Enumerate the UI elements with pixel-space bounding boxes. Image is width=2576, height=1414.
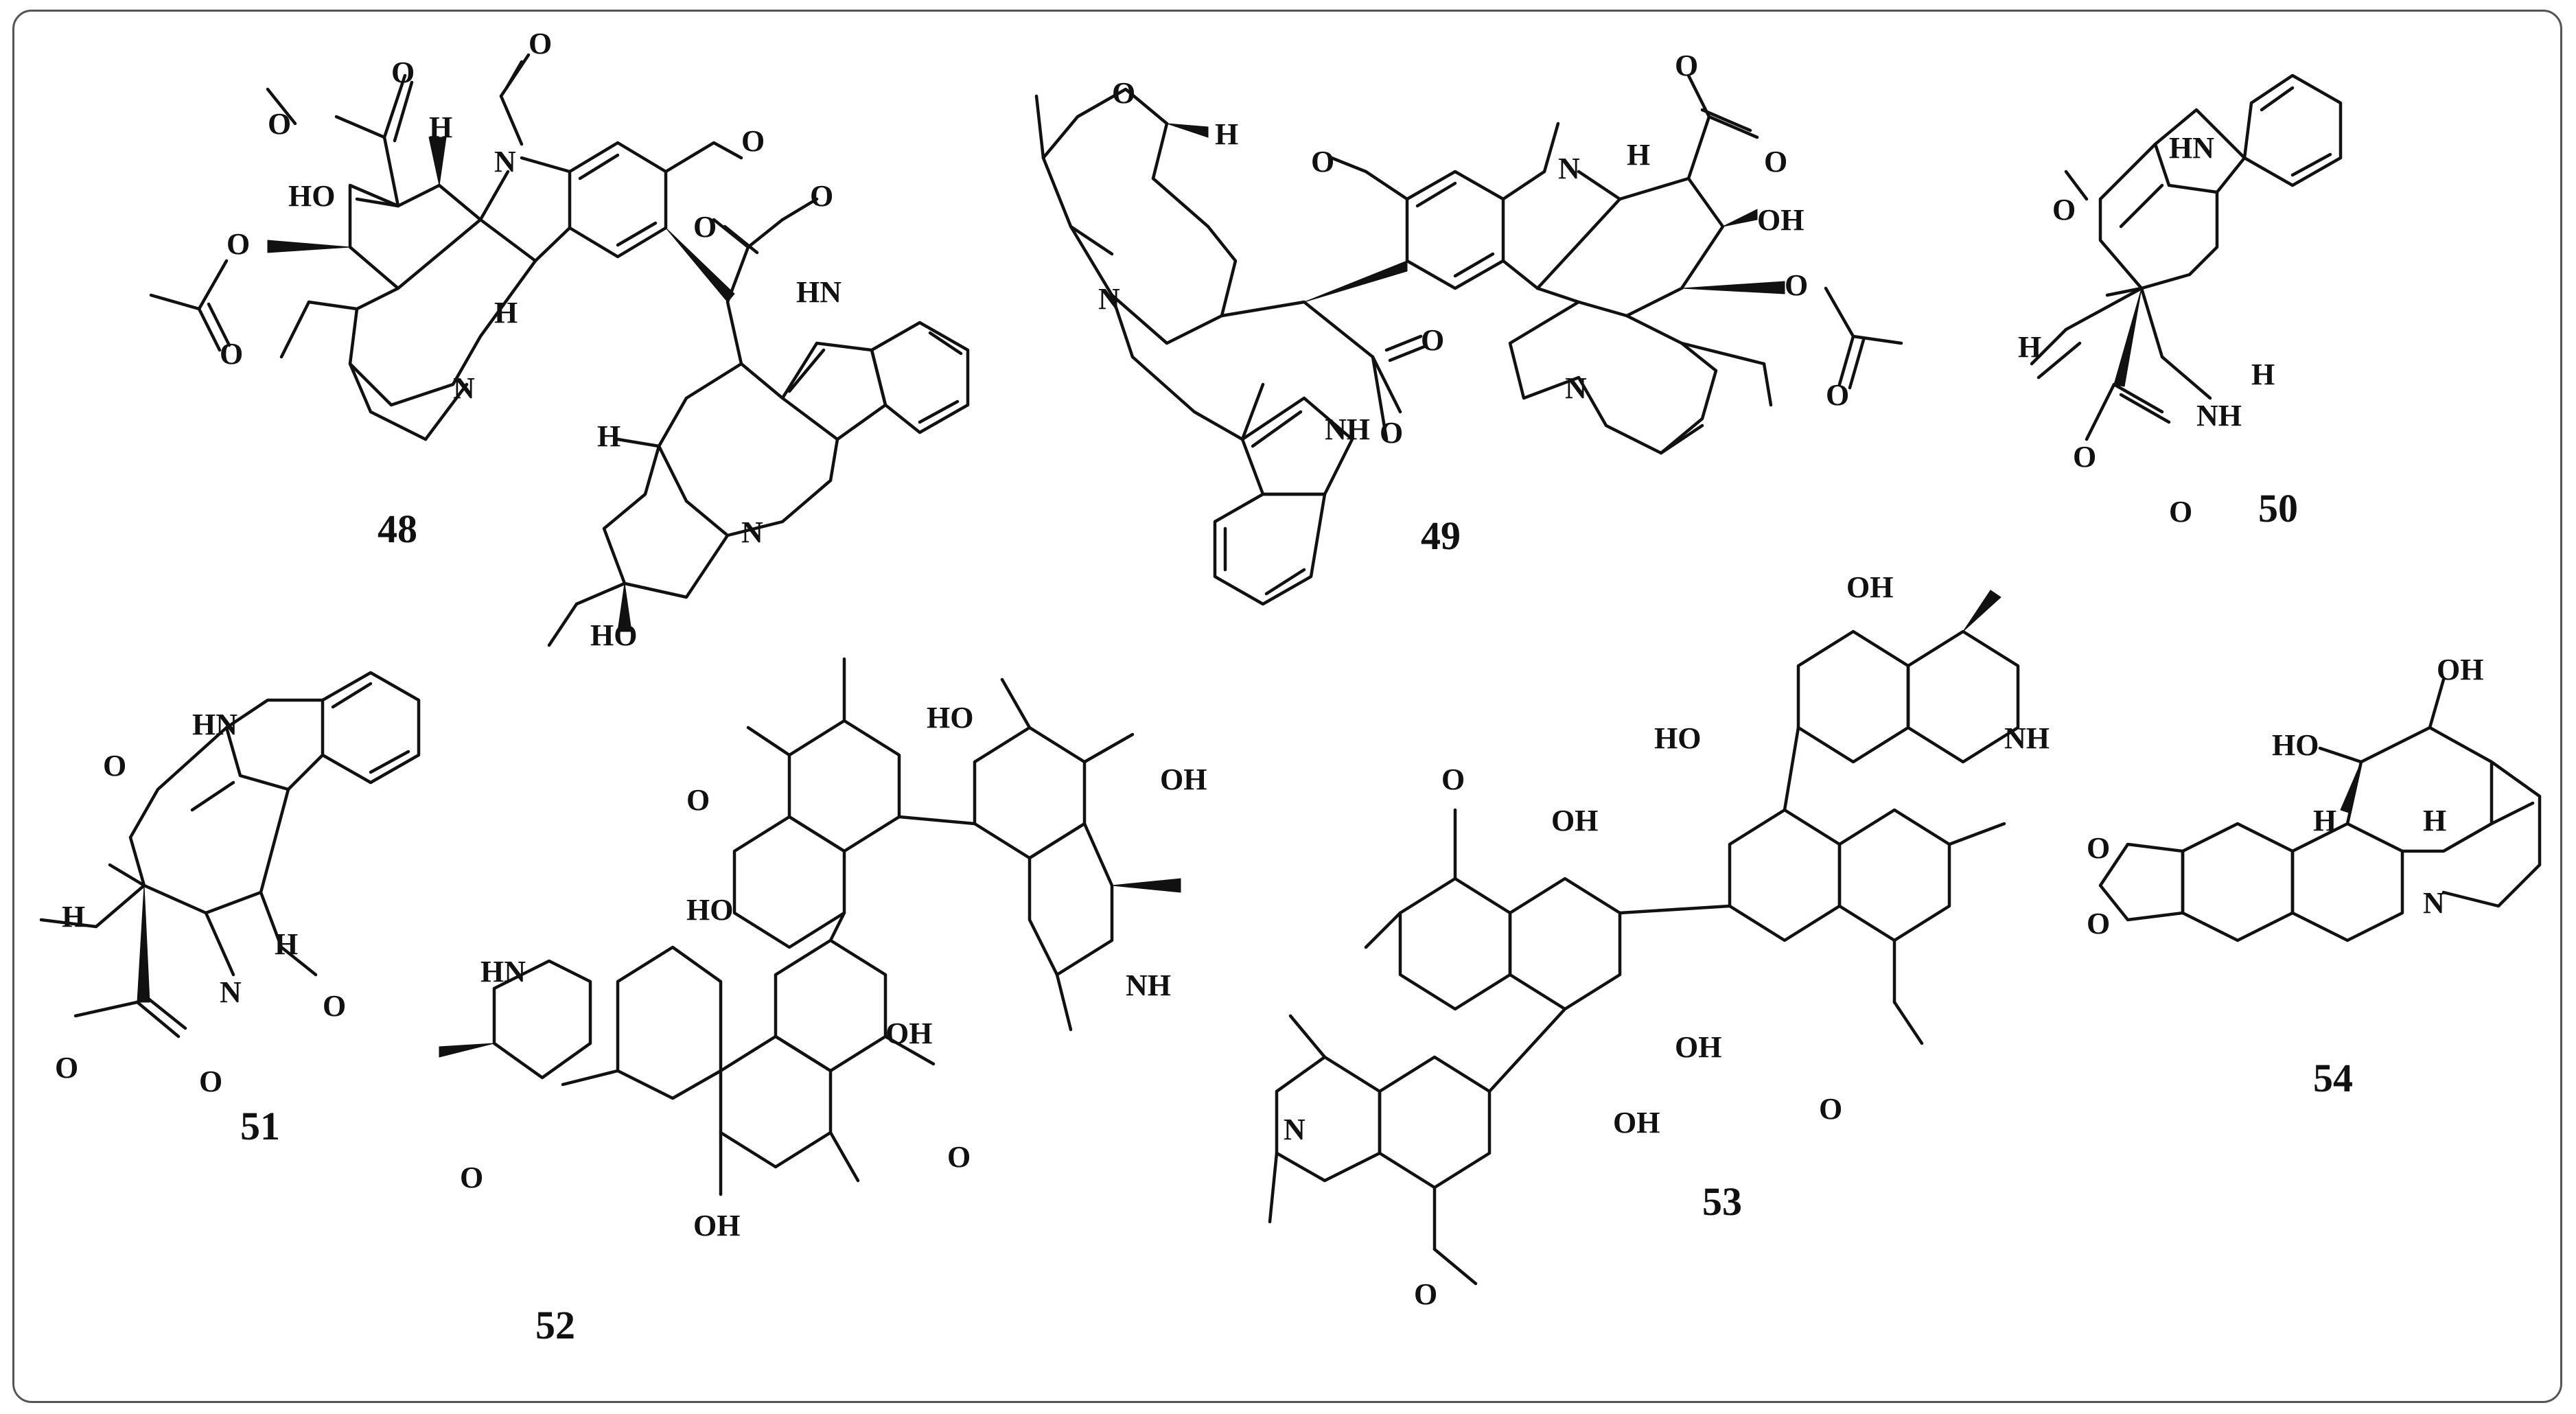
atom-label: HN (192, 708, 237, 741)
atom-label: H (275, 927, 298, 961)
atom-label: O (2087, 831, 2110, 865)
atom-label: O (1311, 145, 1334, 178)
atom-label: HO (2272, 728, 2319, 762)
atom-label: H (62, 900, 85, 934)
atom-label: H (494, 296, 518, 329)
atom-label: OH (1846, 570, 1893, 604)
atom-label: O (2052, 193, 2076, 227)
compound-label-49: 49 (1421, 513, 1461, 558)
compound-53: 53 (1268, 590, 2020, 1286)
compound-48: 48 (149, 53, 970, 647)
atom-label: HN (796, 275, 842, 309)
compound-52: 52 (439, 657, 1181, 1347)
compound-label-51: 51 (240, 1104, 280, 1148)
atom-label: OH (693, 1209, 740, 1242)
atom-label: O (2169, 495, 2192, 529)
atom-labels: O O O H N O HO O H N O O O HN H N HO O H… (55, 27, 2483, 1311)
atom-label: OH (2437, 653, 2483, 686)
atom-label: N (1558, 152, 1580, 185)
atom-label: O (741, 124, 765, 158)
compound-label-48: 48 (378, 507, 417, 551)
atom-label: O (529, 27, 552, 60)
compound-label-53: 53 (1702, 1179, 1742, 1224)
compound-label-50: 50 (2258, 486, 2298, 531)
atom-label: N (1284, 1113, 1306, 1146)
atom-label: O (686, 783, 710, 817)
atom-label: O (323, 989, 346, 1023)
atom-label: O (1380, 416, 1403, 450)
atom-label: O (810, 179, 833, 213)
atom-label: HN (2169, 131, 2214, 165)
atom-label: HO (288, 179, 335, 213)
atom-label: HO (590, 618, 637, 652)
atom-label: N (2423, 886, 2445, 920)
atom-label: HN (480, 955, 526, 988)
atom-label: N (741, 515, 763, 549)
atom-label: O (227, 227, 250, 261)
atom-label: NH (2004, 721, 2050, 755)
atom-label: O (220, 337, 243, 371)
atom-label: O (1785, 268, 1808, 302)
atom-label: N (494, 145, 516, 178)
atom-label: H (2313, 804, 2336, 837)
atom-label: HO (927, 701, 973, 734)
atom-label: OH (1551, 804, 1598, 837)
atom-label: HO (1654, 721, 1701, 755)
atom-label: O (1414, 1277, 1437, 1311)
atom-label: OH (1160, 763, 1207, 796)
compound-label-52: 52 (535, 1303, 575, 1347)
compound-50: 50 (2030, 73, 2343, 531)
atom-label: H (429, 111, 452, 144)
atom-label: N (1098, 282, 1120, 316)
atom-label: N (220, 975, 242, 1009)
atom-label: OH (1613, 1106, 1660, 1139)
atom-label: O (2073, 440, 2096, 474)
atom-label: O (103, 749, 126, 783)
atom-label: O (1764, 145, 1787, 178)
atom-label: O (391, 56, 415, 89)
atom-label: H (2423, 804, 2446, 837)
atom-label: NH (1126, 969, 1171, 1002)
atom-label: O (268, 107, 291, 141)
compound-label-54: 54 (2313, 1056, 2353, 1100)
atom-label: N (1565, 371, 1587, 405)
atom-label: H (2251, 358, 2275, 391)
atom-label: H (597, 419, 620, 453)
atom-label: OH (1757, 203, 1804, 237)
atom-label: O (1421, 323, 1444, 357)
atom-label: O (55, 1051, 78, 1085)
atom-label: HO (686, 893, 733, 927)
atom-label: H (1215, 117, 1238, 151)
atom-label: H (1627, 138, 1650, 172)
atom-label: O (1112, 76, 1135, 110)
atom-label: O (460, 1161, 483, 1194)
atom-label: H (2018, 330, 2041, 364)
compound-54: 54 (2098, 677, 2542, 1100)
compound-51: 51 (39, 671, 421, 1148)
atom-label: OH (1675, 1030, 1721, 1064)
atom-label: N (453, 371, 475, 405)
atom-label: O (693, 210, 717, 244)
atom-label: O (1441, 763, 1465, 796)
atom-label: NH (2196, 399, 2242, 432)
atom-label: O (1675, 49, 1698, 82)
atom-label: OH (885, 1017, 932, 1050)
atom-label: O (1826, 378, 1849, 412)
atom-label: O (199, 1065, 222, 1098)
atom-label: O (2087, 907, 2110, 940)
atom-label: O (1819, 1092, 1842, 1126)
atom-label: NH (1325, 413, 1370, 446)
atom-label: O (947, 1140, 971, 1174)
compound-49: 49 (1034, 73, 1903, 606)
figure-frame (12, 10, 2562, 1403)
